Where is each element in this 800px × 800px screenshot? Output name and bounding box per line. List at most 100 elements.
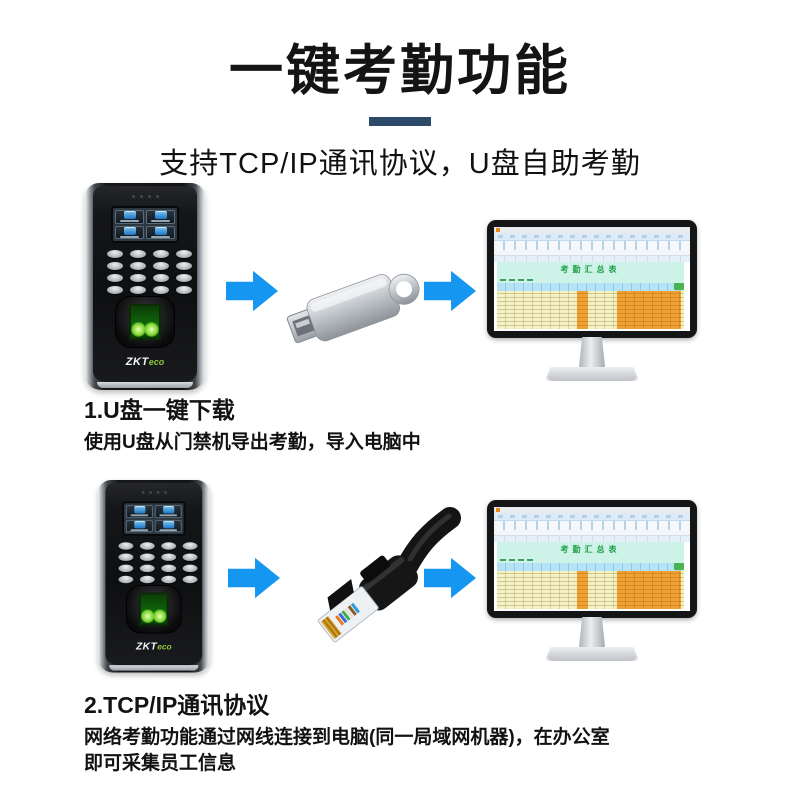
terminal-front-panel: ZKTeco <box>105 482 203 665</box>
header: 一键考勤功能 支持TCP/IP通讯协议，U盘自助考勤 <box>0 26 800 182</box>
section-1-description: 使用U盘从门禁机导出考勤，导入电脑中 <box>84 432 421 453</box>
fingerprint-window <box>129 304 161 340</box>
excel-menu-bar <box>494 513 690 521</box>
settings-icon <box>154 211 167 220</box>
screen-tile <box>115 210 144 224</box>
tile-label <box>130 529 149 531</box>
keypad-key <box>153 250 169 258</box>
sheet-title: 考勤汇总表 <box>497 542 684 557</box>
comm-icon <box>123 226 136 235</box>
monitor-bezel: 考勤汇总表 <box>487 500 697 618</box>
keypad-key <box>118 553 134 561</box>
keypad-key <box>130 262 146 270</box>
monitor-stand-neck <box>579 337 605 367</box>
monitor-stand-base <box>545 367 639 381</box>
tile-label <box>151 220 170 223</box>
keypad-key <box>182 553 198 561</box>
comm-icon <box>133 520 145 529</box>
sheet-green-button <box>674 563 684 570</box>
keypad-key <box>153 286 169 294</box>
keypad-key <box>107 262 123 270</box>
keypad <box>107 250 192 294</box>
keypad-key <box>118 564 134 573</box>
sheet-green-button <box>674 283 684 290</box>
tile-label <box>130 514 149 517</box>
highlighted-column <box>577 291 588 329</box>
page-subtitle: 支持TCP/IP通讯协议，U盘自助考勤 <box>159 148 641 180</box>
usb-download-icon <box>154 226 167 235</box>
keypad-key <box>161 553 177 561</box>
sheet-grid <box>497 291 684 329</box>
monitor-stand-neck <box>579 617 605 647</box>
keypad-key <box>182 564 198 573</box>
keypad-key <box>130 286 146 294</box>
sheet-header-row <box>497 563 684 571</box>
terminal-bottom-trim <box>109 665 199 671</box>
terminal-front-panel: ZKTeco <box>93 186 197 381</box>
tile-label <box>151 235 170 238</box>
highlighted-column <box>577 571 588 609</box>
settings-icon <box>162 506 174 514</box>
attendance-terminal: ZKTeco <box>85 183 205 390</box>
keypad-key <box>153 262 169 270</box>
arrow-right-icon <box>228 557 280 599</box>
page-title: 一键考勤功能 <box>229 41 571 101</box>
screen-tile <box>125 505 153 518</box>
usb-flash-drive <box>286 273 420 344</box>
keypad-key <box>176 286 192 294</box>
user-icon <box>123 211 136 220</box>
zkteco-logo: ZKTeco <box>135 640 172 653</box>
terminal-screen <box>111 206 179 243</box>
fingerprint-window <box>138 592 169 627</box>
screen-tile <box>154 505 182 518</box>
tile-label <box>159 529 177 531</box>
keypad-key <box>130 274 146 282</box>
keypad-key <box>107 250 123 258</box>
desktop-monitor: 考勤汇总表 <box>487 500 697 661</box>
monitor-bezel: 考勤汇总表 <box>487 220 697 338</box>
sheet-info-row <box>497 557 684 563</box>
sheet-info-row <box>497 277 684 283</box>
excel-app-icon <box>496 508 500 512</box>
excel-titlebar <box>494 227 690 233</box>
excel-menu-bar <box>494 233 690 241</box>
keypad-key <box>182 542 198 550</box>
tile-label <box>159 514 177 517</box>
keypad-key <box>107 274 123 282</box>
section-1-heading: 1.U盘一键下载 <box>84 397 235 423</box>
section-1-caption: 1.U盘一键下载 使用U盘从门禁机导出考勤，导入电脑中 <box>84 391 744 456</box>
terminal-body: ZKTeco <box>85 183 205 390</box>
excel-formula-bar <box>494 530 690 536</box>
title-underline <box>369 117 431 126</box>
keypad-key <box>161 542 177 550</box>
keypad-key <box>176 274 192 282</box>
section-2-description: 网络考勤功能通过网线连接到电脑(同一局域网机器)，在办公室 即可采集员工信息 <box>84 727 610 775</box>
excel-sheet: 考勤汇总表 <box>494 542 690 611</box>
screen-tile <box>146 225 175 239</box>
excel-toolbar <box>494 521 690 530</box>
screen-tile <box>154 519 182 533</box>
terminal-bottom-trim <box>97 382 193 388</box>
section-2-caption: 2.TCP/IP通讯协议 网络考勤功能通过网线连接到电脑(同一局域网机器)，在办… <box>84 686 744 777</box>
excel-titlebar <box>494 507 690 513</box>
zkteco-logo: ZKTeco <box>125 356 165 368</box>
screen-tile <box>115 225 144 239</box>
excel-column-headers <box>494 536 690 542</box>
keypad-key <box>176 262 192 270</box>
desktop-monitor: 考勤汇总表 <box>487 220 697 381</box>
keypad-key <box>153 274 169 282</box>
excel-toolbar <box>494 241 690 250</box>
keypad-key <box>139 553 155 561</box>
monitor-screen: 考勤汇总表 <box>494 227 690 331</box>
monitor-screen: 考勤汇总表 <box>494 507 690 611</box>
keypad-key <box>118 575 134 584</box>
speaker-holes <box>105 491 202 494</box>
sheet-header-row <box>497 283 684 291</box>
screen-tile <box>125 519 153 533</box>
keypad-key <box>130 250 146 258</box>
section-2-heading: 2.TCP/IP通讯协议 <box>84 692 270 718</box>
keypad-key <box>139 564 155 573</box>
tile-label <box>120 235 139 238</box>
keypad-key <box>118 542 134 550</box>
